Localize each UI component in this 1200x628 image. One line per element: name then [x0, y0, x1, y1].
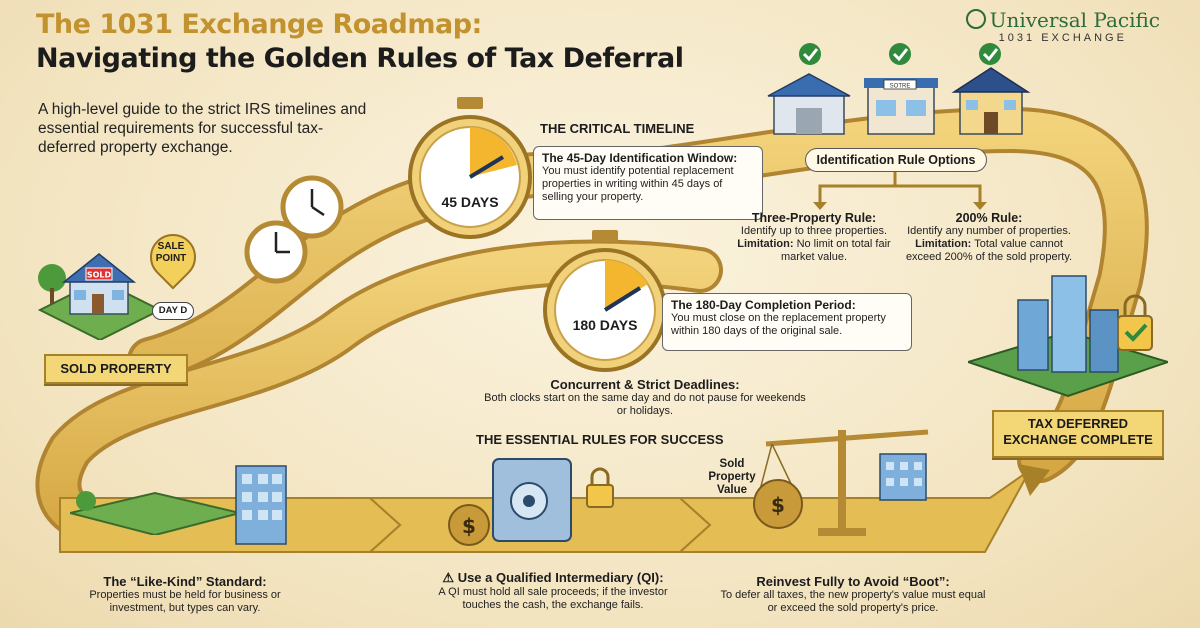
boot-rule: Reinvest Fully to Avoid “Boot”: To defer…	[718, 574, 988, 615]
qi-body: A QI must hold all sale proceeds; if the…	[438, 586, 668, 611]
balance-scale-icon: $	[753, 429, 929, 536]
clock-180-label: 180 DAYS	[573, 317, 638, 333]
three-property-line: Identify up to three properties.	[740, 225, 888, 237]
svg-text:$: $	[771, 493, 785, 517]
clock-icon	[280, 175, 344, 239]
two-hundred-title: 200% Rule:	[955, 211, 1023, 225]
qi-rule: ⚠ Use a Qualified Intermediary (QI): A Q…	[418, 570, 688, 612]
two-hundred-line: Identify any number of properties.	[907, 225, 1071, 237]
store-sign-text: SOTRE	[890, 84, 911, 90]
window-45-body: You must identify potential replacement …	[542, 165, 734, 203]
boot-title: Reinvest Fully to Avoid “Boot”:	[756, 574, 950, 589]
period-180-title: The 180-Day Completion Period:	[671, 298, 856, 312]
two-hundred-percent-rule: 200% Rule: Identify any number of proper…	[898, 211, 1080, 264]
sold-property-value-label: Sold Property Value	[708, 458, 756, 496]
three-property-limitation-label: Limitation:	[737, 238, 794, 250]
two-hundred-limitation-label: Limitation:	[915, 238, 972, 250]
vault-safe-icon: $	[448, 458, 614, 546]
stopwatch-45-icon: 45 DAYS	[408, 97, 532, 239]
like-kind-body: Properties must be held for business or …	[89, 589, 281, 614]
clock-icon	[244, 220, 308, 284]
three-property-rule: Three-Property Rule: Identify up to thre…	[728, 211, 900, 264]
concurrent-title: Concurrent & Strict Deadlines:	[550, 377, 740, 392]
concurrent-body: Both clocks start on the same day and do…	[484, 392, 806, 417]
like-kind-rule: The “Like-Kind” Standard: Properties mus…	[70, 574, 300, 615]
qi-title: Use a Qualified Intermediary (QI):	[457, 570, 664, 585]
stopwatch-180-icon: 180 DAYS	[543, 230, 667, 372]
window-45-card: The 45-Day Identification Window: You mu…	[533, 146, 763, 220]
brand-mark-icon	[965, 9, 986, 29]
replacement-properties-icons: SOTRE	[767, 43, 1031, 135]
clock-45-label: 45 DAYS	[441, 194, 498, 210]
city-buildings-icon	[968, 275, 1168, 398]
title: The 1031 Exchange Roadmap: Navigating th…	[36, 8, 684, 76]
warning-icon: ⚠	[442, 570, 455, 585]
title-line-2: Navigating the Golden Rules of Tax Defer…	[36, 43, 684, 74]
office-building-icon	[70, 491, 240, 535]
title-line-1: The 1031 Exchange Roadmap:	[36, 9, 482, 40]
subtitle: A high-level guide to the strict IRS tim…	[38, 101, 367, 156]
boot-body: To defer all taxes, the new property's v…	[720, 589, 986, 614]
rules-heading: THE ESSENTIAL RULES FOR SUCCESS	[476, 432, 724, 447]
like-kind-title: The “Like-Kind” Standard:	[103, 574, 267, 589]
sold-sign-text: SOLD	[87, 271, 112, 280]
window-45-title: The 45-Day Identification Window:	[542, 151, 738, 165]
brand-tagline: 1031 EXCHANGE	[998, 32, 1127, 44]
period-180-card: The 180-Day Completion Period: You must …	[662, 293, 912, 351]
day-d-badge: DAY D	[152, 302, 194, 320]
identification-options-pill: Identification Rule Options	[805, 148, 987, 172]
three-property-limitation: No limit on total fair market value.	[780, 238, 891, 263]
timeline-heading: THE CRITICAL TIMELINE	[540, 121, 695, 136]
branch-arrows-icon	[813, 172, 987, 210]
sale-point-label: SALE POINT	[155, 241, 187, 264]
brand-name: Universal Pacific	[989, 8, 1160, 32]
brand-logo: Universal Pacific 1031 EXCHANGE	[965, 8, 1160, 44]
svg-text:$: $	[462, 514, 476, 538]
concurrent-deadlines: Concurrent & Strict Deadlines: Both cloc…	[480, 377, 810, 418]
sold-house-icon: SOLD	[37, 253, 163, 340]
office-tower-icon	[235, 465, 287, 545]
sold-property-banner: SOLD PROPERTY	[44, 354, 188, 384]
period-180-body: You must close on the replacement proper…	[671, 312, 886, 337]
three-property-title: Three-Property Rule:	[751, 211, 877, 225]
exchange-complete-banner: TAX DEFERRED EXCHANGE COMPLETE	[992, 410, 1164, 458]
two-hundred-limitation: Total value cannot exceed 200% of the so…	[905, 238, 1073, 263]
